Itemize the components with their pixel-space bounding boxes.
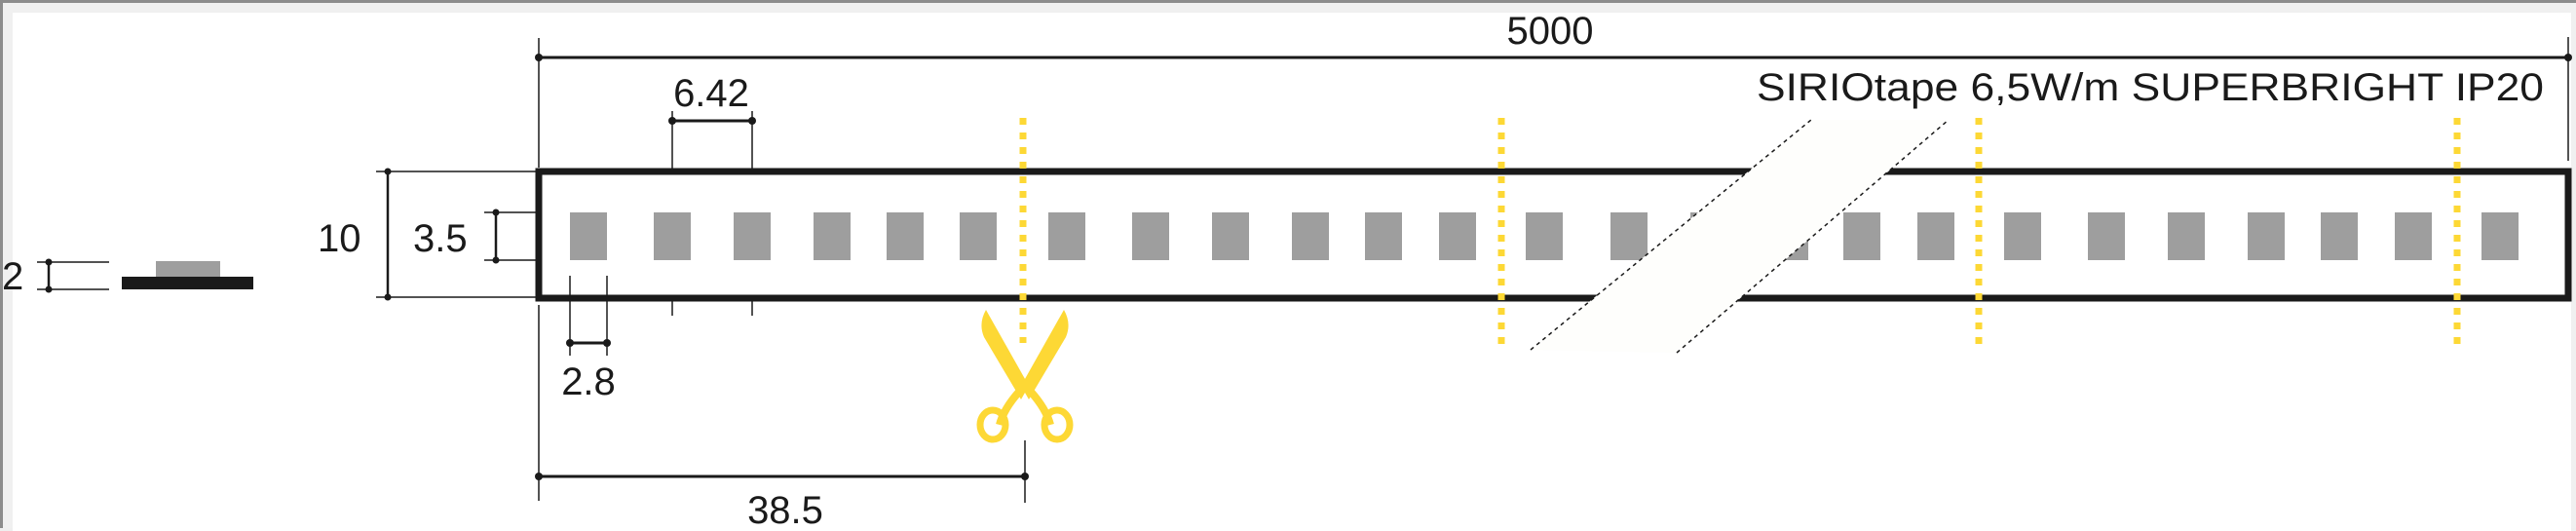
dimension-dot	[668, 117, 676, 125]
led-chip	[2004, 212, 2041, 260]
dimension-dot	[45, 285, 53, 293]
break-line-right	[1676, 119, 1950, 354]
led-chip	[1365, 212, 1402, 260]
dimension-dot	[492, 209, 500, 216]
led-chip	[2481, 212, 2519, 260]
led-chip	[2168, 212, 2205, 260]
dimension-dot	[566, 339, 574, 347]
dimension-dot	[535, 473, 543, 480]
led-chip	[960, 212, 997, 260]
led-chip	[654, 212, 691, 260]
led-width-dimension: 2.8	[561, 276, 616, 403]
dimension-dot	[535, 54, 543, 61]
led-height-label: 3.5	[413, 217, 468, 260]
dimension-dot	[748, 117, 756, 125]
led-chip	[2395, 212, 2432, 260]
led-chip	[1212, 212, 1249, 260]
profile-thickness-label: 2	[2, 255, 23, 298]
led-chip	[734, 212, 771, 260]
break-symbol	[1530, 119, 1950, 354]
led-chip	[1610, 212, 1648, 260]
cut-marks	[1019, 118, 2461, 346]
dimension-dot	[384, 168, 392, 175]
scissors-icon	[976, 310, 1074, 443]
led-chip	[2248, 212, 2285, 260]
dimension-dot	[1021, 473, 1029, 480]
led-chip	[1048, 212, 1085, 260]
profile-led-chip	[156, 261, 220, 280]
width-dimensions: 10 3.5	[318, 168, 549, 301]
profile-pcb-base	[122, 277, 253, 289]
led-chip	[2321, 212, 2358, 260]
break-band	[1531, 120, 1949, 353]
led-chip	[1843, 212, 1880, 260]
led-strip	[535, 168, 2572, 302]
dimension-dot	[492, 256, 500, 264]
dimension-dot	[603, 339, 611, 347]
total-length-dimension: 5000	[535, 10, 2572, 168]
strip-width-label: 10	[318, 217, 361, 260]
dimension-dot	[2564, 54, 2572, 61]
product-title: SIRIOtape 6,5W/m SUPERBRIGHT IP20	[1757, 66, 2544, 109]
cut-interval-label: 38.5	[747, 489, 823, 528]
dimension-dot	[384, 293, 392, 301]
break-line-left	[1530, 119, 1812, 351]
led-chip	[2088, 212, 2125, 260]
led-chip	[814, 212, 851, 260]
led-chip	[1292, 212, 1329, 260]
cut-interval-dimension: 38.5	[535, 305, 1029, 528]
led-width-label: 2.8	[561, 360, 616, 403]
led-chip	[1917, 212, 1954, 260]
led-chip	[1526, 212, 1563, 260]
led-chip	[887, 212, 924, 260]
led-chip	[1439, 212, 1476, 260]
led-pitch-label: 6.42	[673, 72, 749, 115]
dimension-dot	[45, 258, 53, 266]
led-chip	[570, 212, 607, 260]
total-length-label: 5000	[1507, 10, 1594, 53]
side-profile: 2	[2, 255, 253, 298]
led-chip	[1132, 212, 1169, 260]
